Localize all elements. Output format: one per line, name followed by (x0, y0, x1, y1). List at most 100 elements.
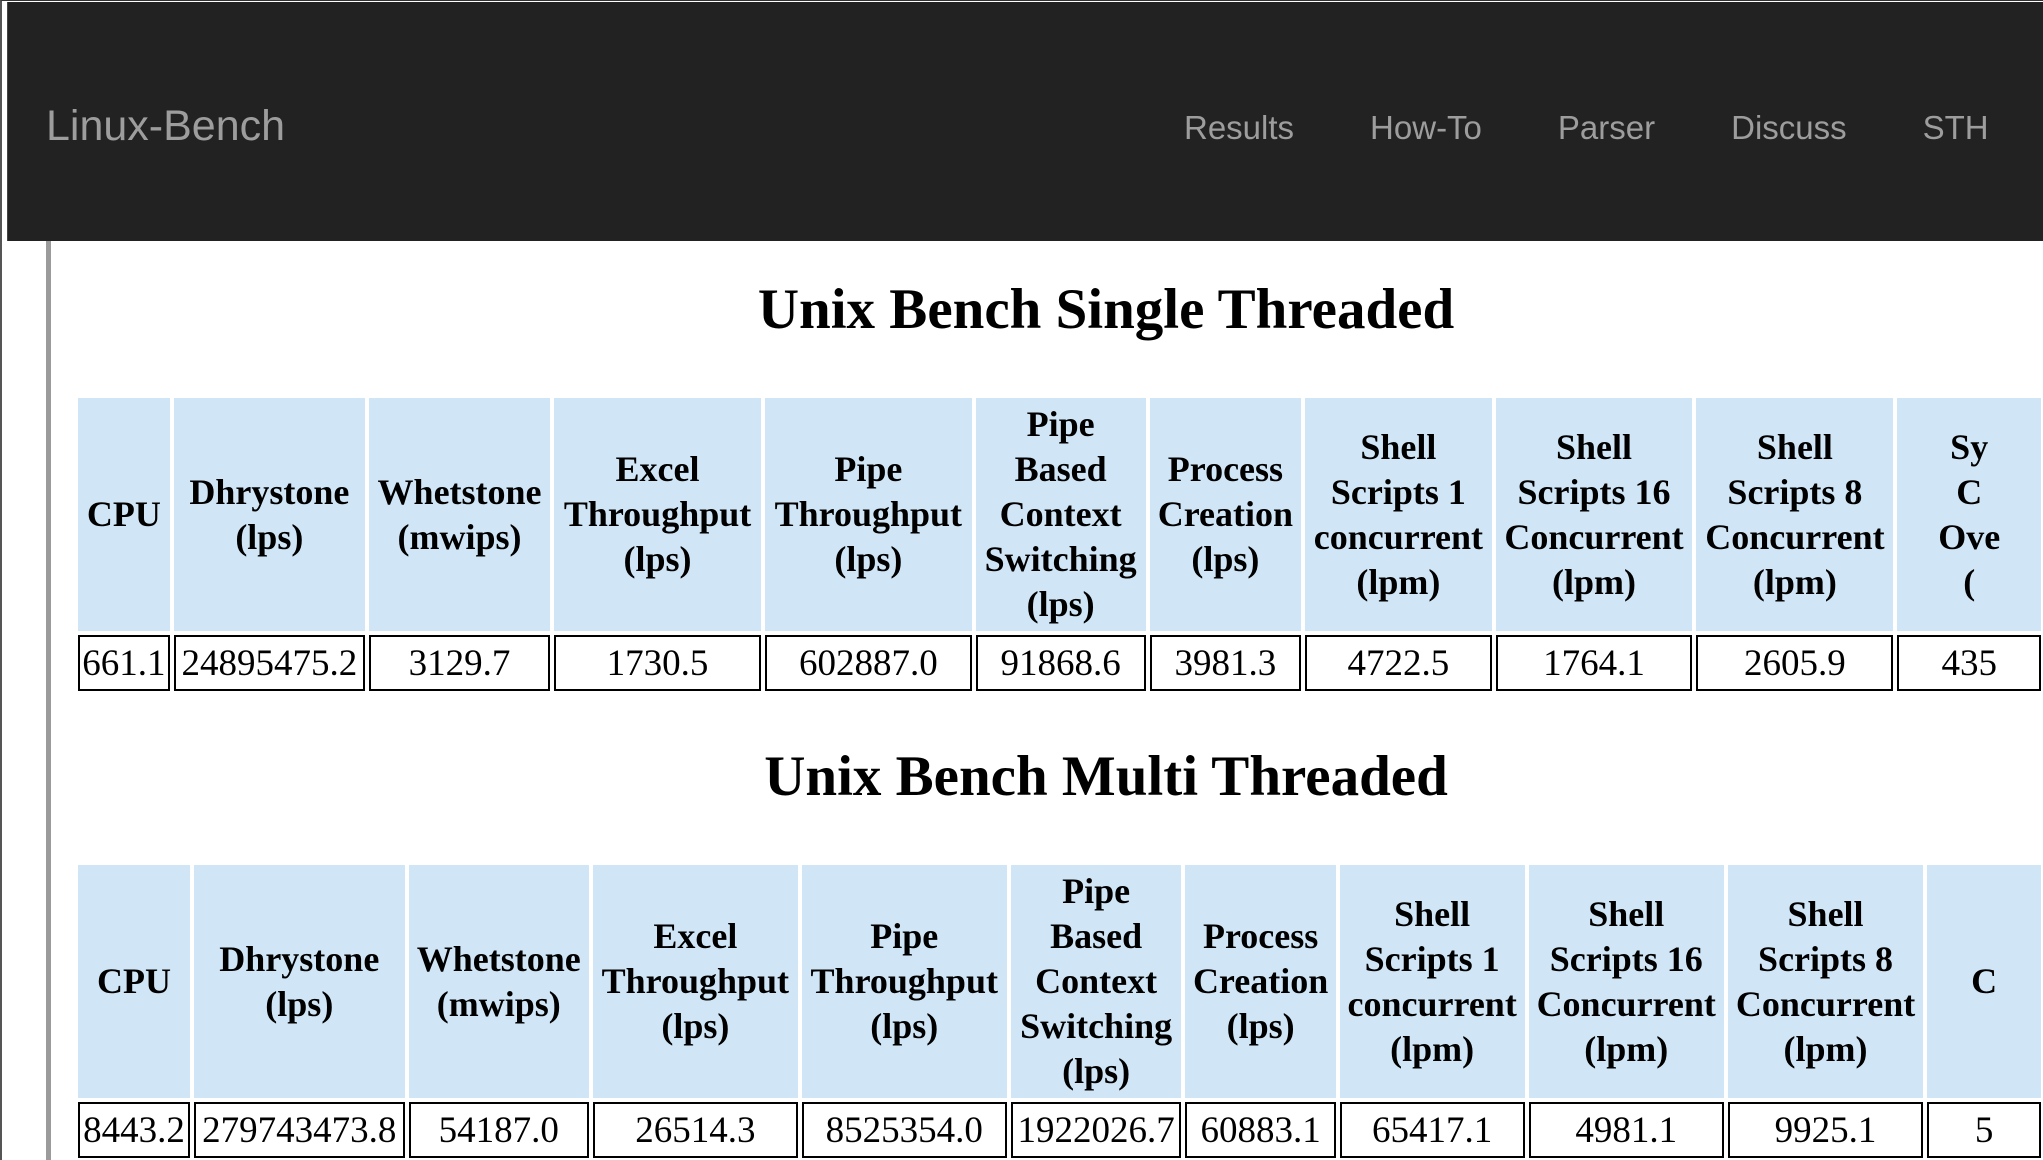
header-line: ( (1963, 561, 1976, 602)
header-line: (lps) (1062, 1051, 1131, 1091)
header-line: Throughput (774, 494, 963, 534)
multi-value-cell: 8525354.0 (801, 1102, 1007, 1158)
header-line: Pipe (834, 449, 903, 489)
header-line: Based (1050, 916, 1143, 956)
header-line: Scripts 1 (1364, 938, 1500, 979)
header-line: Dhrystone (189, 471, 350, 512)
header-line: Excel (615, 449, 700, 489)
header-line: Scripts 8 (1758, 938, 1894, 979)
multi-value-cell: 1922026.7 (1010, 1102, 1182, 1158)
header-line: (lpm) (1552, 561, 1636, 602)
header-line: Switching (984, 539, 1137, 579)
single-value-cell: 661.1 (78, 635, 170, 691)
nav-sth[interactable]: STH (1922, 109, 1989, 146)
header-line: concurrent (1313, 516, 1484, 557)
single-column-header: Dhrystone(lps) (173, 398, 365, 631)
header-line: (lpm) (1752, 561, 1837, 602)
header-line: (lpm) (1356, 561, 1441, 602)
single-value-cell: 1764.1 (1495, 635, 1693, 691)
header-line: (lps) (623, 539, 692, 579)
nav-parser[interactable]: Parser (1557, 109, 1656, 146)
single-value-cell: 91868.6 (975, 635, 1146, 691)
nav-links: Results How-To Parser Discuss STH (1184, 109, 1989, 147)
header-line: (lpm) (1390, 1028, 1475, 1069)
header-line: Shell (1588, 893, 1665, 934)
single-column-header: CPU (78, 398, 170, 631)
nav-how-to[interactable]: How-To (1370, 109, 1482, 146)
header-line: Ove (1938, 516, 2001, 557)
single-value-cell: 2605.9 (1696, 635, 1894, 691)
single-value-cell: 435 (1897, 635, 2041, 691)
header-line: CPU (96, 961, 171, 1001)
single-value-cell: 602887.0 (764, 635, 972, 691)
header-line: concurrent (1347, 983, 1517, 1024)
header-line: Concurrent (1735, 983, 1916, 1024)
header-line: (lps) (265, 983, 334, 1024)
header-line: Creation (1192, 961, 1329, 1001)
brand-link[interactable]: Linux-Bench (46, 102, 286, 150)
header-line: Sy (1950, 426, 1989, 467)
header-line: (mwips) (436, 983, 561, 1024)
header-line: Process (1202, 916, 1319, 956)
multi-value-cell: 279743473.8 (193, 1102, 405, 1158)
single-value-cell: 4722.5 (1305, 635, 1492, 691)
header-line: (lps) (870, 1006, 939, 1046)
header-line: Scripts 8 (1727, 471, 1863, 512)
header-line: Switching (1020, 1006, 1173, 1046)
header-line: Excel (653, 916, 738, 956)
multi-value-cell: 54187.0 (408, 1102, 589, 1158)
multi-value-cell: 26514.3 (592, 1102, 798, 1158)
header-line: (lps) (661, 1006, 730, 1046)
nav-results[interactable]: Results (1184, 109, 1295, 146)
header-line: Shell (1555, 426, 1633, 467)
header-line: Creation (1157, 494, 1294, 534)
header-line: Context (1035, 961, 1158, 1001)
header-line: (lpm) (1584, 1028, 1669, 1069)
header-line: Concurrent (1705, 516, 1885, 557)
header-line: Shell (1394, 893, 1471, 934)
multi-column-header: Dhrystone(lps) (193, 865, 405, 1098)
header-line: Scripts 1 (1330, 471, 1466, 512)
header-line: (mwips) (397, 516, 522, 557)
header-line: C (1956, 471, 1983, 512)
nav-discuss[interactable]: Discuss (1731, 109, 1847, 146)
header-line: (lps) (1226, 1006, 1295, 1046)
header-line: Concurrent (1504, 516, 1684, 557)
header-line: Pipe (1026, 404, 1095, 444)
header-line: Throughput (601, 961, 790, 1001)
header-line: (lps) (1191, 539, 1260, 579)
multi-column-header: C (1927, 865, 2041, 1098)
header-line: Shell (1756, 426, 1833, 467)
multi-value-cell: 9925.1 (1727, 1102, 1924, 1158)
header-line: Concurrent (1536, 983, 1716, 1024)
header-line: Whetstone (377, 471, 542, 512)
header-line: (lps) (235, 516, 304, 557)
header-line: Shell (1787, 893, 1864, 934)
header-line: Based (1014, 449, 1107, 489)
header-line: Context (999, 494, 1122, 534)
multi-value-cell: 65417.1 (1339, 1102, 1525, 1158)
multi-value-cell: 8443.2 (78, 1102, 190, 1158)
header-line: Pipe (870, 916, 939, 956)
header-line: C (1971, 961, 1998, 1001)
multi-value-cell: 5 (1927, 1102, 2041, 1158)
single-threaded-heading: Unix Bench Single Threaded (757, 278, 1455, 341)
left-gutter-bar (46, 241, 51, 1160)
